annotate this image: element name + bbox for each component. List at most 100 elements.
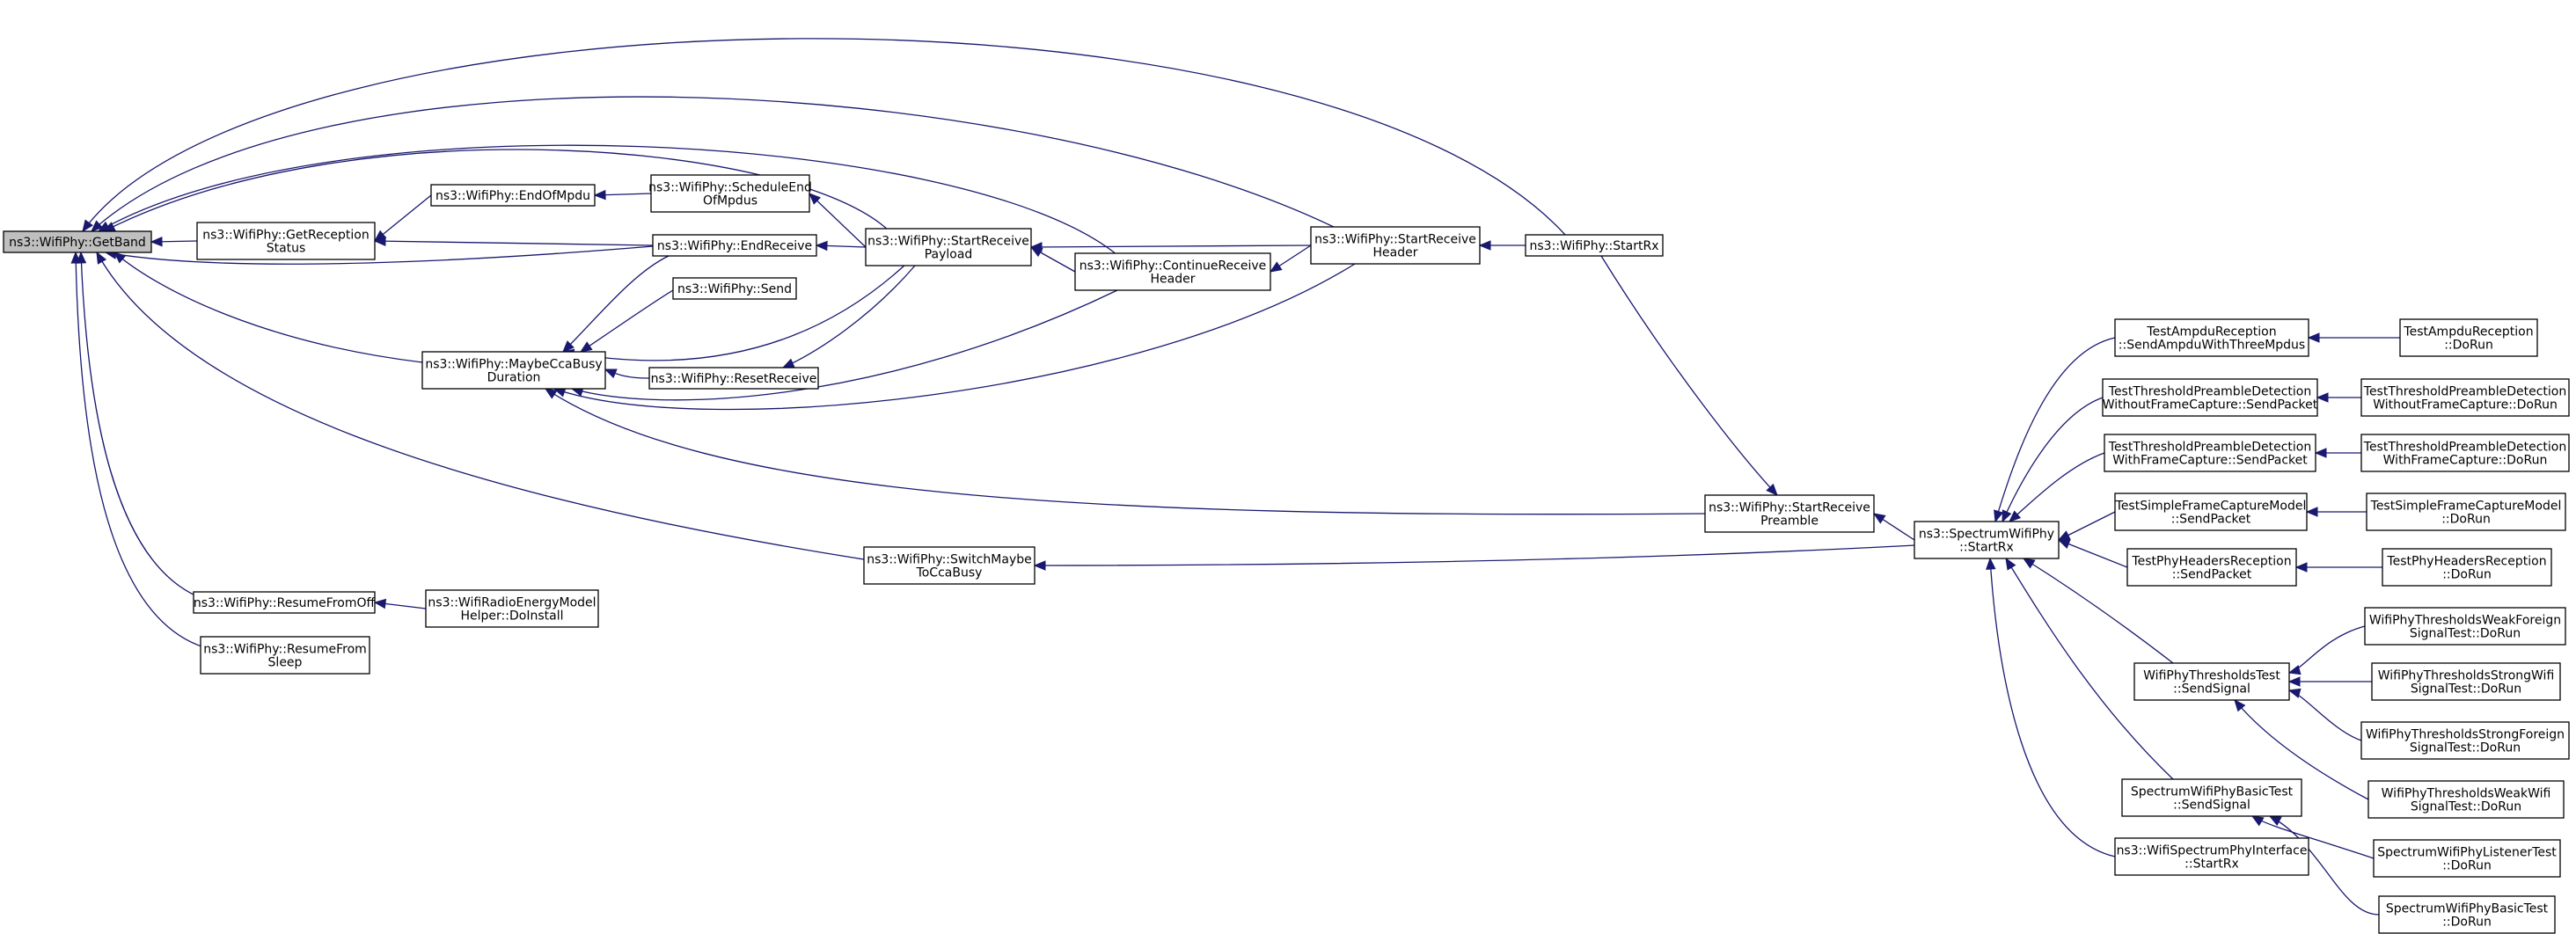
arrowhead-icon <box>2250 815 2265 827</box>
node-ampdusend[interactable]: TestAmpduReception::SendAmpduWithThreeMp… <box>2114 318 2309 357</box>
arrowhead-icon <box>2305 507 2318 517</box>
node-box <box>865 228 1032 266</box>
edge-line <box>2288 690 2362 741</box>
node-label: Preamble <box>1760 514 1819 529</box>
node-label: OfMpdus <box>703 194 757 208</box>
edge-startreceivepayload-to-resetreceive <box>781 265 916 368</box>
arrowhead-icon <box>1269 261 1283 273</box>
node-thrsend[interactable]: WifiPhyThresholdsTest::SendSignal <box>2133 662 2290 701</box>
node-label: ns3::WifiPhy::EndOfMpdu <box>435 189 590 203</box>
node-box <box>2126 548 2297 587</box>
node-weakforeign[interactable]: WifiPhyThresholdsWeakForeignSignalTest::… <box>2364 607 2566 646</box>
node-resumefromoff[interactable]: ns3::WifiPhy::ResumeFromOff <box>193 591 376 614</box>
node-wfcsend[interactable]: TestThresholdPreambleDetectionWithFrameC… <box>2104 434 2316 472</box>
node-box <box>421 351 606 390</box>
node-ifacestartrx[interactable]: ns3::WifiSpectrumPhyInterface::StartRx <box>2114 837 2309 876</box>
node-box <box>2364 607 2566 646</box>
node-wofcrun[interactable]: TestThresholdPreambleDetectionWithoutFra… <box>2360 378 2570 417</box>
node-label: SpectrumWifiPhyBasicTest <box>2131 785 2294 799</box>
node-box <box>2102 378 2318 417</box>
node-label: Header <box>1151 273 1196 287</box>
node-label: ::DoRun <box>2442 859 2492 873</box>
edge-endofmpdu-to-getreceptionstatus <box>373 194 432 242</box>
edge-resumefromsleep-to-getband <box>70 251 205 648</box>
node-weakwifi[interactable]: WifiPhyThresholdsWeakWifiSignalTest::DoR… <box>2367 780 2565 819</box>
node-basicsend[interactable]: SpectrumWifiPhyBasicTest::SendSignal <box>2121 778 2302 817</box>
edge-line <box>374 240 654 246</box>
node-label: ns3::WifiPhy::EndReceive <box>657 239 812 253</box>
node-box <box>2133 662 2290 701</box>
node-startrx[interactable]: ns3::WifiPhy::StartRx <box>1525 234 1664 257</box>
node-endofmpdu[interactable]: ns3::WifiPhy::EndOfMpdu <box>430 184 596 207</box>
arrowhead-icon <box>2287 688 2302 698</box>
node-sfcsend[interactable]: TestSimpleFrameCaptureModel::SendPacket <box>2114 493 2308 531</box>
node-sfcrun[interactable]: TestSimpleFrameCaptureModel::DoRun <box>2366 493 2566 531</box>
node-label: ::StartRx <box>1959 541 2014 555</box>
node-label: TestSimpleFrameCaptureModel <box>2115 500 2307 514</box>
node-phrun[interactable]: TestPhyHeadersReception::DoRun <box>2382 548 2552 587</box>
node-label: ns3::WifiPhy::Send <box>677 282 792 296</box>
node-radioenergy[interactable]: ns3::WifiRadioEnergyModelHelper::DoInsta… <box>425 589 599 628</box>
node-label: Status <box>267 242 306 256</box>
node-send[interactable]: ns3::WifiPhy::Send <box>672 277 797 300</box>
edge-resumefromoff-to-getband <box>76 251 198 597</box>
node-box <box>2371 662 2561 701</box>
node-basicrun[interactable]: SpectrumWifiPhyBasicTest::DoRun <box>2378 895 2556 934</box>
edge-line <box>562 255 670 353</box>
arrowhead-icon <box>1986 557 1996 570</box>
node-label: ns3::WifiPhy::GetBand <box>9 236 146 250</box>
arrowhead-icon <box>150 237 163 247</box>
edge-line <box>105 245 654 265</box>
node-label: ::StartRx <box>2184 857 2239 872</box>
arrowhead-icon <box>579 341 593 353</box>
node-box <box>1310 226 1481 265</box>
node-label: ns3::WifiPhy::StartReceive <box>867 235 1029 249</box>
edge-wofcsend-to-spectrumstartrx <box>2002 397 2104 523</box>
node-box <box>2360 721 2570 760</box>
edge-send-to-maybeccabusy <box>579 289 674 353</box>
arrowhead-icon <box>113 252 127 264</box>
node-wofcsend[interactable]: TestThresholdPreambleDetectionWithoutFra… <box>2102 378 2318 417</box>
arrowhead-icon <box>1766 483 1778 496</box>
node-getband[interactable]: ns3::WifiPhy::GetBand <box>3 230 152 253</box>
arrowhead-icon <box>2002 509 2012 523</box>
node-label: ::DoRun <box>2442 916 2492 930</box>
node-strongwifi[interactable]: WifiPhyThresholdsStrongWifiSignalTest::D… <box>2371 662 2561 701</box>
node-box <box>196 222 376 260</box>
node-resetreceive[interactable]: ns3::WifiPhy::ResetReceive <box>648 367 819 390</box>
arrowhead-icon <box>2316 392 2329 403</box>
node-spectrumstartrx[interactable]: ns3::SpectrumWifiPhy::StartRx <box>1914 521 2060 559</box>
node-listenerrun[interactable]: SpectrumWifiPhyListenerTest::DoRun <box>2373 839 2561 878</box>
edge-sfcsend-to-spectrumstartrx <box>2057 511 2116 541</box>
edge-startreceivepayload-to-endreceive <box>815 240 867 252</box>
node-endreceive[interactable]: ns3::WifiPhy::EndReceive <box>652 234 817 257</box>
node-label: WithFrameCapture::DoRun <box>2383 454 2548 468</box>
edge-line <box>2023 558 2174 664</box>
node-label: ns3::WifiPhy::ResetReceive <box>651 372 817 386</box>
node-box <box>2373 839 2561 878</box>
node-ampdurun[interactable]: TestAmpduReception::DoRun <box>2399 318 2538 357</box>
node-label: Payload <box>925 248 973 262</box>
edge-line <box>545 388 1706 515</box>
node-phsend[interactable]: TestPhyHeadersReception::SendPacket <box>2126 548 2297 587</box>
node-box <box>2104 434 2316 472</box>
node-strongforeign[interactable]: WifiPhyThresholdsStrongForeignSignalTest… <box>2360 721 2570 760</box>
node-label: WifiPhyThresholdsWeakForeign <box>2369 614 2561 628</box>
node-wfcrun[interactable]: TestThresholdPreambleDetectionWithFrameC… <box>2360 434 2570 472</box>
node-box <box>200 636 370 675</box>
node-label: WifiPhyThresholdsWeakWifi <box>2382 787 2551 801</box>
node-label: WifiPhyThresholdsTest <box>2143 669 2280 683</box>
node-label: SpectrumWifiPhyBasicTest <box>2386 902 2549 916</box>
node-label: WithFrameCapture::SendPacket <box>2112 454 2308 468</box>
node-box <box>193 591 376 614</box>
